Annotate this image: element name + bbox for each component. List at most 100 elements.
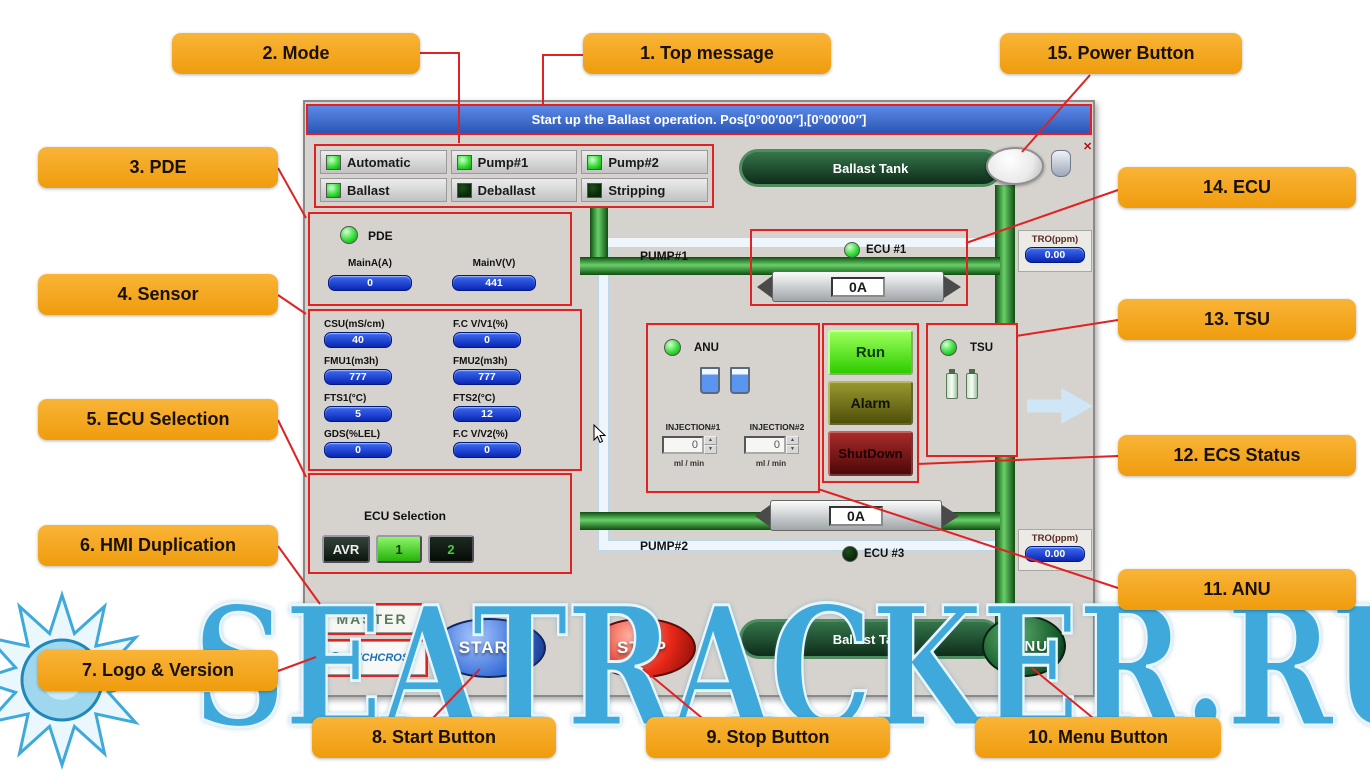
sensor-panel: CSU(mS/cm) 40 F.C V/V1(%) 0 FMU1(m3h) 77… [308, 309, 582, 471]
sensor-cell: FMU2(m3h) 777 [453, 356, 566, 388]
logo-text: TECHCROSS [347, 652, 417, 664]
capsule-tip-icon [942, 504, 959, 527]
sensor-value: 0 [453, 442, 521, 459]
sensor-value: 40 [324, 332, 392, 348]
capsule-body: 0A [772, 271, 944, 302]
led-on-icon [326, 154, 341, 170]
pipe-vertical-left [590, 192, 608, 262]
mode-pump1[interactable]: Pump#1 [450, 150, 578, 174]
callout-mode: 2. Mode [172, 33, 420, 74]
ecu3-current-display: 0A [829, 505, 883, 526]
tro-value: 0.00 [1025, 546, 1085, 562]
callout-ecs-status: 12. ECS Status [1118, 435, 1356, 476]
pde-panel: PDE MainA(A) MainV(V) 0 441 [308, 212, 572, 306]
sensor-cell: FTS1(°C) 5 [324, 393, 437, 425]
mode-panel: Automatic Pump#1 Pump#2 Ballast Deballas… [314, 144, 714, 208]
ecu1-led-icon [844, 242, 860, 258]
ballast-tank-top: Ballast Tank [739, 149, 1002, 187]
mode-label: Automatic [347, 154, 411, 170]
ecu1-current-display: 0A [831, 276, 885, 297]
sensor-label: FTS1(°C) [324, 392, 367, 404]
top-message-bar: Start up the Ballast operation. Pos[0°00… [306, 104, 1092, 135]
injection2-unit: ml / min [755, 459, 787, 468]
sensor-value: 0 [324, 442, 392, 459]
mode-label: Pump#2 [608, 154, 659, 170]
callout-sensor: 4. Sensor [38, 274, 278, 315]
ecu3-device: 0A [755, 500, 959, 531]
ecs-status-panel: Run Alarm ShutDown [822, 323, 919, 483]
sensor-cell: FTS2(°C) 12 [453, 393, 566, 425]
callout-menu-button: 10. Menu Button [975, 717, 1221, 758]
shutdown-button[interactable]: ShutDown [828, 431, 913, 477]
capsule-tip-icon [944, 275, 961, 298]
mode-deballast[interactable]: Deballast [450, 178, 578, 202]
pump2-label: PUMP#2 [640, 539, 689, 553]
tsu-panel: TSU [926, 323, 1018, 457]
callout-line [277, 294, 307, 315]
callout-pde: 3. PDE [38, 147, 278, 188]
tro-top-panel: TRO(ppm) 0.00 [1018, 230, 1092, 272]
menu-button[interactable]: MENU [982, 615, 1066, 677]
mode-ballast[interactable]: Ballast [320, 178, 447, 202]
callout-line [277, 419, 307, 478]
anu-panel: ANU INJECTION#1 INJECTION#2 0 ▲ ▼ 0 ▲ ▼ … [646, 323, 820, 493]
callout-anu: 11. ANU [1118, 569, 1356, 610]
capsule-body: 0A [770, 500, 942, 531]
callout-tsu: 13. TSU [1118, 299, 1356, 340]
mode-stripping[interactable]: Stripping [581, 178, 708, 202]
injection1-value[interactable]: 0 [662, 436, 704, 454]
led-off-icon [456, 182, 472, 198]
ecu3-label: ECU #3 [864, 548, 905, 560]
power-button[interactable] [986, 147, 1044, 185]
flow-arrow-icon [1027, 388, 1093, 424]
mode-automatic[interactable]: Automatic [320, 150, 447, 174]
spin-up-icon[interactable]: ▲ [704, 436, 717, 445]
injection2-input[interactable]: 0 ▲ ▼ [744, 436, 799, 454]
spin-up-icon[interactable]: ▲ [786, 436, 799, 445]
sensor-label: CSU(mS/cm) [324, 319, 385, 330]
ecu3-led-icon [842, 546, 858, 562]
logo-panel: TECHCROSS [318, 639, 428, 677]
ecu1-device: 0A [757, 271, 961, 302]
ecu1-select-button[interactable]: 1 [376, 535, 422, 563]
callout-top-message: 1. Top message [583, 33, 831, 74]
injection1-label: INJECTION#1 [665, 422, 721, 432]
mode-label: Ballast [347, 182, 390, 198]
run-button[interactable]: Run [828, 330, 913, 375]
spinner-arrows[interactable]: ▲ ▼ [704, 436, 717, 454]
spin-down-icon[interactable]: ▼ [786, 445, 799, 454]
capsule-tip-icon [755, 504, 770, 527]
avr-button[interactable]: AVR [322, 535, 370, 563]
callout-ecu: 14. ECU [1118, 167, 1356, 208]
mouse-device-icon [1051, 150, 1071, 177]
tsu-bottle-icon [946, 369, 958, 399]
tro-label: TRO(ppm) [1031, 234, 1079, 245]
injection2-value[interactable]: 0 [744, 436, 786, 454]
sensor-label: GDS(%LEL) [324, 429, 381, 441]
callout-hmi-duplication: 6. HMI Duplication [38, 525, 278, 566]
ecu-selection-panel: ECU Selection AVR 1 2 [308, 473, 572, 574]
master-indicator: MASTER [320, 603, 424, 635]
beaker-icon [730, 367, 750, 394]
tsu-led-icon [940, 339, 957, 356]
spin-down-icon[interactable]: ▼ [704, 445, 717, 454]
pipe-pump1 [580, 257, 1000, 275]
led-on-icon [326, 182, 341, 198]
alarm-button[interactable]: Alarm [828, 380, 913, 426]
injection1-input[interactable]: 0 ▲ ▼ [662, 436, 717, 454]
spinner-arrows[interactable]: ▲ ▼ [786, 436, 799, 454]
sensor-cell: F.C V/V2(%) 0 [453, 429, 566, 461]
mode-pump2[interactable]: Pump#2 [581, 150, 708, 174]
tro-bottom-panel: TRO(ppm) 0.00 [1018, 529, 1092, 571]
close-icon[interactable]: ✕ [1083, 141, 1093, 153]
stop-button[interactable]: STOP [588, 618, 696, 678]
sensor-label: FMU1(m3h) [324, 355, 379, 367]
sensor-value: 5 [324, 405, 392, 422]
ecu2-select-button[interactable]: 2 [428, 535, 474, 563]
injection1-unit: ml / min [673, 459, 705, 468]
main-v-value: 441 [452, 275, 536, 291]
tsu-bottle-icon [966, 369, 978, 399]
callout-power-button: 15. Power Button [1000, 33, 1242, 74]
start-button[interactable]: START [432, 618, 546, 678]
